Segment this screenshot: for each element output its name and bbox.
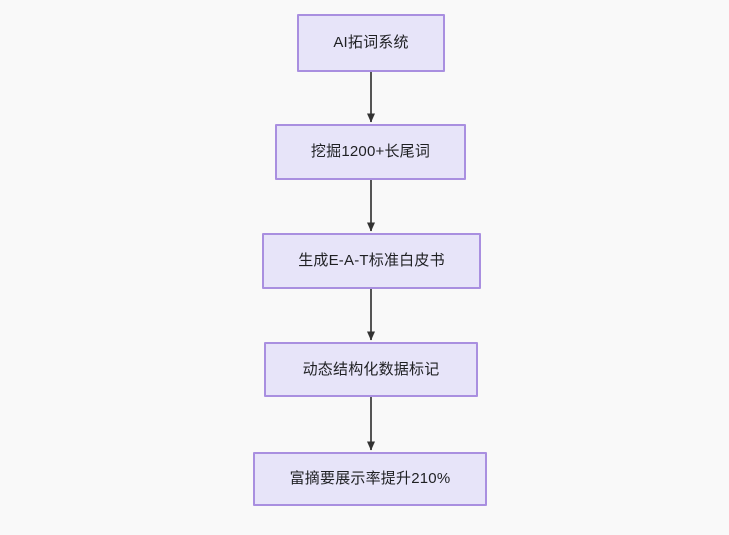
flow-node-rich-snippet-impression-uplift[interactable]: 富摘要展示率提升210% <box>253 452 487 506</box>
flow-node-dynamic-structured-data-markup[interactable]: 动态结构化数据标记 <box>264 342 478 397</box>
flow-node-mine-longtail-keywords[interactable]: 挖掘1200+长尾词 <box>275 124 466 180</box>
flow-node-label: 生成E-A-T标准白皮书 <box>298 252 445 269</box>
flow-node-label: AI拓词系统 <box>333 34 409 51</box>
flow-node-generate-eat-whitepaper[interactable]: 生成E-A-T标准白皮书 <box>262 233 481 289</box>
flow-node-label: 动态结构化数据标记 <box>302 360 440 378</box>
flow-node-label: 富摘要展示率提升210% <box>289 470 451 487</box>
flow-node-ai-keyword-system[interactable]: AI拓词系统 <box>297 14 445 72</box>
flow-node-label: 挖掘1200+长尾词 <box>310 143 431 160</box>
